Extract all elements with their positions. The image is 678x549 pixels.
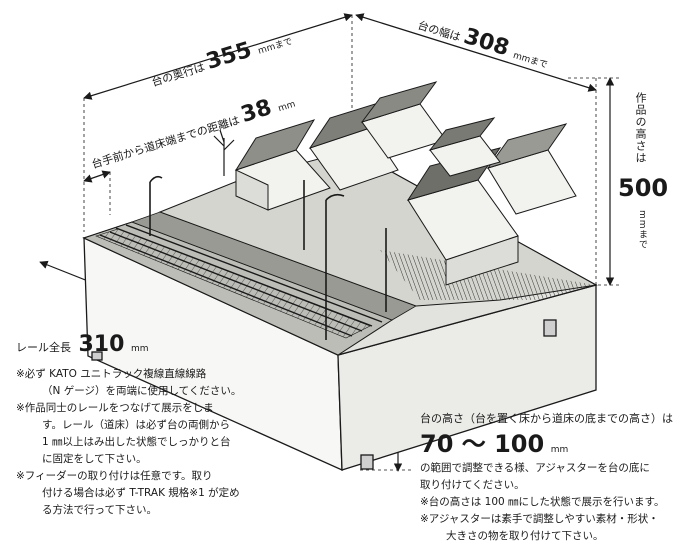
rail-value: 310 (78, 332, 125, 357)
house-far-right (486, 123, 577, 215)
depth-arrow (83, 13, 353, 100)
right-note-line: ※台の高さは 100 ㎜にした状態で展示を行います。 (420, 496, 665, 508)
adjuster-left (91, 351, 103, 361)
rail-unit: mm (130, 344, 149, 354)
catenary-poles (149, 175, 387, 340)
left-notes: ※必ず KATO ユニトラック複線直線線路 （N ゲージ）を両端に使用してくださ… (16, 366, 241, 519)
right-note-line: 取り付けてください。 (420, 479, 525, 491)
rail-prefix: レール全長 (16, 341, 71, 354)
house-small (428, 117, 501, 177)
double-track (82, 211, 417, 356)
right-notes: の範囲で調整できる様、アジャスターを台の底に 取り付けてください。 ※台の高さは… (420, 460, 664, 545)
house-left (234, 119, 331, 211)
scenery (149, 81, 598, 340)
left-note-line: ※フィーダーの取り付けは任意です。取り (16, 470, 213, 482)
right-note-line: の範囲で調整できる様、アジャスターを台の底に (420, 462, 650, 474)
height-unit: mmまで (637, 210, 647, 250)
left-note-line: ※必ず KATO ユニトラック複線直線線路 (16, 368, 207, 380)
width-arrow (355, 13, 597, 92)
left-note-line: る方法で行って下さい。 (42, 504, 157, 516)
left-note-line: す。レール（道床）は必ず台の両側から (42, 419, 230, 431)
left-note-line: 付ける場合は必ず T-TRAK 規格※1 が定め (42, 487, 240, 499)
base-height-value-row: 70 ～ 100 mm (420, 432, 568, 456)
adjuster-front (360, 454, 374, 470)
front-distance-arrow (83, 170, 111, 183)
rail-label: レール全長 310 mm (16, 334, 148, 356)
left-note-line: に固定をして下さい。 (42, 453, 147, 465)
house-back (360, 81, 447, 159)
base-height-value: 70 ～ 100 (420, 430, 545, 458)
left-note-line: （N ゲージ）を両端に使用してください。 (42, 385, 242, 397)
adjuster-right (543, 319, 557, 337)
left-note-line: 1 ㎜以上はみ出した状態でしっかりと台 (42, 436, 231, 448)
height-prefix: 作品の高さは (634, 92, 647, 164)
left-note-line: ※作品同士のレールをつなげて展示をしま (16, 402, 214, 414)
base-height-unit: mm (550, 445, 569, 455)
height-value: 500 (618, 174, 669, 202)
tree (213, 129, 235, 176)
right-note-line: ※アジャスターは素手で調整しやすい素材・形状・ (420, 513, 659, 525)
house-center (308, 99, 399, 191)
right-note-line: 大きさの物を取り付けて下さい。 (446, 530, 604, 542)
base-height-label: 台の高さ（台を置く床から道床の底までの高さ）は (420, 412, 673, 425)
front-distance-unit: mm (277, 99, 297, 115)
